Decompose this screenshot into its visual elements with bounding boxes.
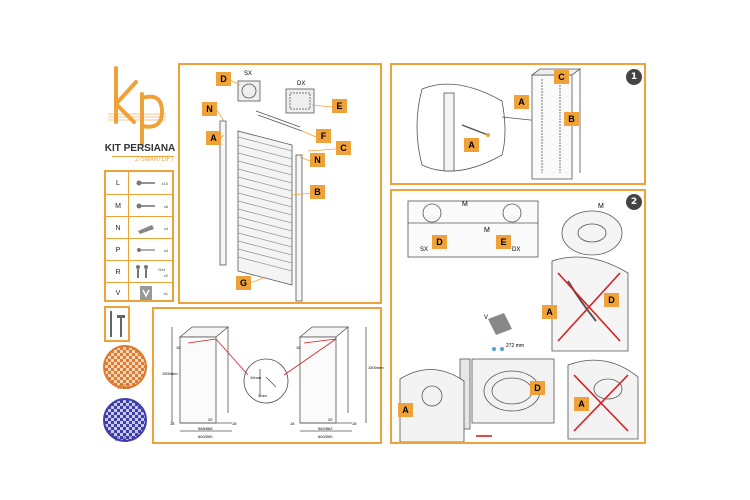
- tag-d: D: [216, 72, 231, 86]
- parts-row: L x10: [106, 172, 172, 194]
- part-qty: x6: [163, 203, 168, 209]
- step1-tag-c: C: [554, 70, 569, 84]
- cabinet-dimensions-panel: 568/868 600/900 1500mm 18 18 15 20 562/8…: [152, 307, 384, 444]
- step2-dim-label: 272 mm: [506, 343, 525, 349]
- kp-logo-icon: [108, 66, 166, 146]
- tag-c: C: [336, 141, 351, 155]
- step2-tag-d2: D: [604, 293, 619, 307]
- step1-tag-b: B: [564, 112, 579, 126]
- part-qty: x1: [163, 290, 168, 296]
- part-qty: x10: [161, 180, 168, 186]
- anchor-set-icon: [136, 265, 148, 278]
- step2-m3: M: [598, 203, 604, 210]
- tools-icon: [110, 311, 125, 337]
- step2-v-label: V: [484, 315, 489, 321]
- part-letter: R: [115, 268, 121, 276]
- step2-tag-d3: D: [530, 381, 545, 395]
- right-m18b: 18: [352, 421, 357, 426]
- part-note: Ox4: [158, 267, 166, 272]
- part-letter: L: [116, 179, 120, 187]
- step1-drawing: [416, 68, 582, 180]
- brand-title: KIT PERSIANA: [104, 143, 176, 154]
- part-letter: M: [115, 202, 121, 210]
- step2-tag-d: D: [432, 235, 447, 249]
- right-dim1: 562/862: [318, 426, 333, 431]
- parts-row: P x4: [106, 238, 172, 261]
- step2-m1: M: [462, 201, 468, 208]
- left-dim2: 600/900: [198, 434, 213, 439]
- right-m18a: 18: [290, 421, 295, 426]
- tag-a: A: [206, 131, 221, 145]
- bracket-icon: [138, 225, 154, 234]
- dx-label: DX: [297, 81, 306, 87]
- left-m15: 15: [176, 345, 181, 350]
- tools-box: [104, 306, 130, 342]
- step2-tag-a: A: [542, 305, 557, 319]
- step2-panel: 2: [390, 189, 646, 444]
- step1-number: 1: [626, 69, 642, 85]
- parts-row: R Ox4 x2: [106, 260, 172, 283]
- step1-tag-a2: A: [464, 138, 479, 152]
- screw-icon: [136, 203, 155, 209]
- right-dim2: 600/900: [318, 434, 333, 439]
- step2-number: 2: [626, 194, 642, 210]
- part-qty: x4: [163, 225, 168, 231]
- qr-web[interactable]: [103, 345, 147, 389]
- step2-tag-a2: A: [398, 403, 413, 417]
- left-m18b: 18: [232, 421, 237, 426]
- part-letter: N: [115, 224, 121, 232]
- cabinet-drawing: [171, 326, 367, 432]
- part-qty: x4: [163, 247, 168, 253]
- qr-video[interactable]: [103, 398, 147, 442]
- part-letter: P: [115, 246, 121, 254]
- right-m20: 20: [328, 417, 333, 422]
- qr-video-label: VIDEO: [114, 437, 133, 443]
- brand-logo: [104, 64, 170, 146]
- exploded-view-panel: SX DX D E N A F C N B G: [178, 63, 382, 304]
- tag-e: E: [332, 99, 347, 113]
- tag-n2: N: [310, 153, 325, 167]
- parts-row: V x1: [106, 282, 172, 303]
- tag-b: B: [310, 185, 325, 199]
- step2-dx-label: DX: [512, 247, 521, 253]
- left-m18a: 18: [170, 421, 175, 426]
- detail-a: 10mm: [250, 375, 262, 380]
- brand-subtitle: Z-SMARTLIFT: [112, 156, 174, 163]
- step2-sx-label: SX: [420, 247, 429, 253]
- left-m20: 20: [208, 417, 213, 422]
- step2-tag-a3: A: [574, 397, 589, 411]
- left-dim1: 568/868: [198, 426, 213, 431]
- step1-panel: 1 A A C B: [390, 63, 646, 185]
- step1-tag-a: A: [514, 95, 529, 109]
- tag-g: G: [236, 276, 251, 290]
- step2-drawing: [399, 200, 639, 442]
- step2-m2: M: [484, 227, 490, 234]
- step2-tag-e: E: [496, 235, 511, 249]
- right-side: 1500mm: [368, 365, 384, 370]
- template-v-icon: [140, 286, 152, 300]
- parts-row: N x4: [106, 216, 172, 239]
- tag-n: N: [202, 102, 217, 116]
- exploded-view-drawing: [215, 78, 337, 302]
- tag-f: F: [316, 129, 331, 143]
- parts-row: M x6: [106, 194, 172, 217]
- screw-icon: [136, 180, 155, 186]
- detail-b: 3mm: [258, 393, 267, 398]
- right-m15: 15: [296, 345, 301, 350]
- left-side: 1500mm: [162, 371, 178, 376]
- part-letter: V: [115, 289, 121, 297]
- sx-label: SX: [244, 71, 253, 77]
- qr-web-label: WEB: [117, 385, 131, 391]
- pin-icon: [137, 248, 155, 252]
- part-qty: x2: [163, 273, 168, 278]
- parts-table: L x10 M x6 N x4 P x4 R Ox4 x2 V x1: [104, 170, 174, 302]
